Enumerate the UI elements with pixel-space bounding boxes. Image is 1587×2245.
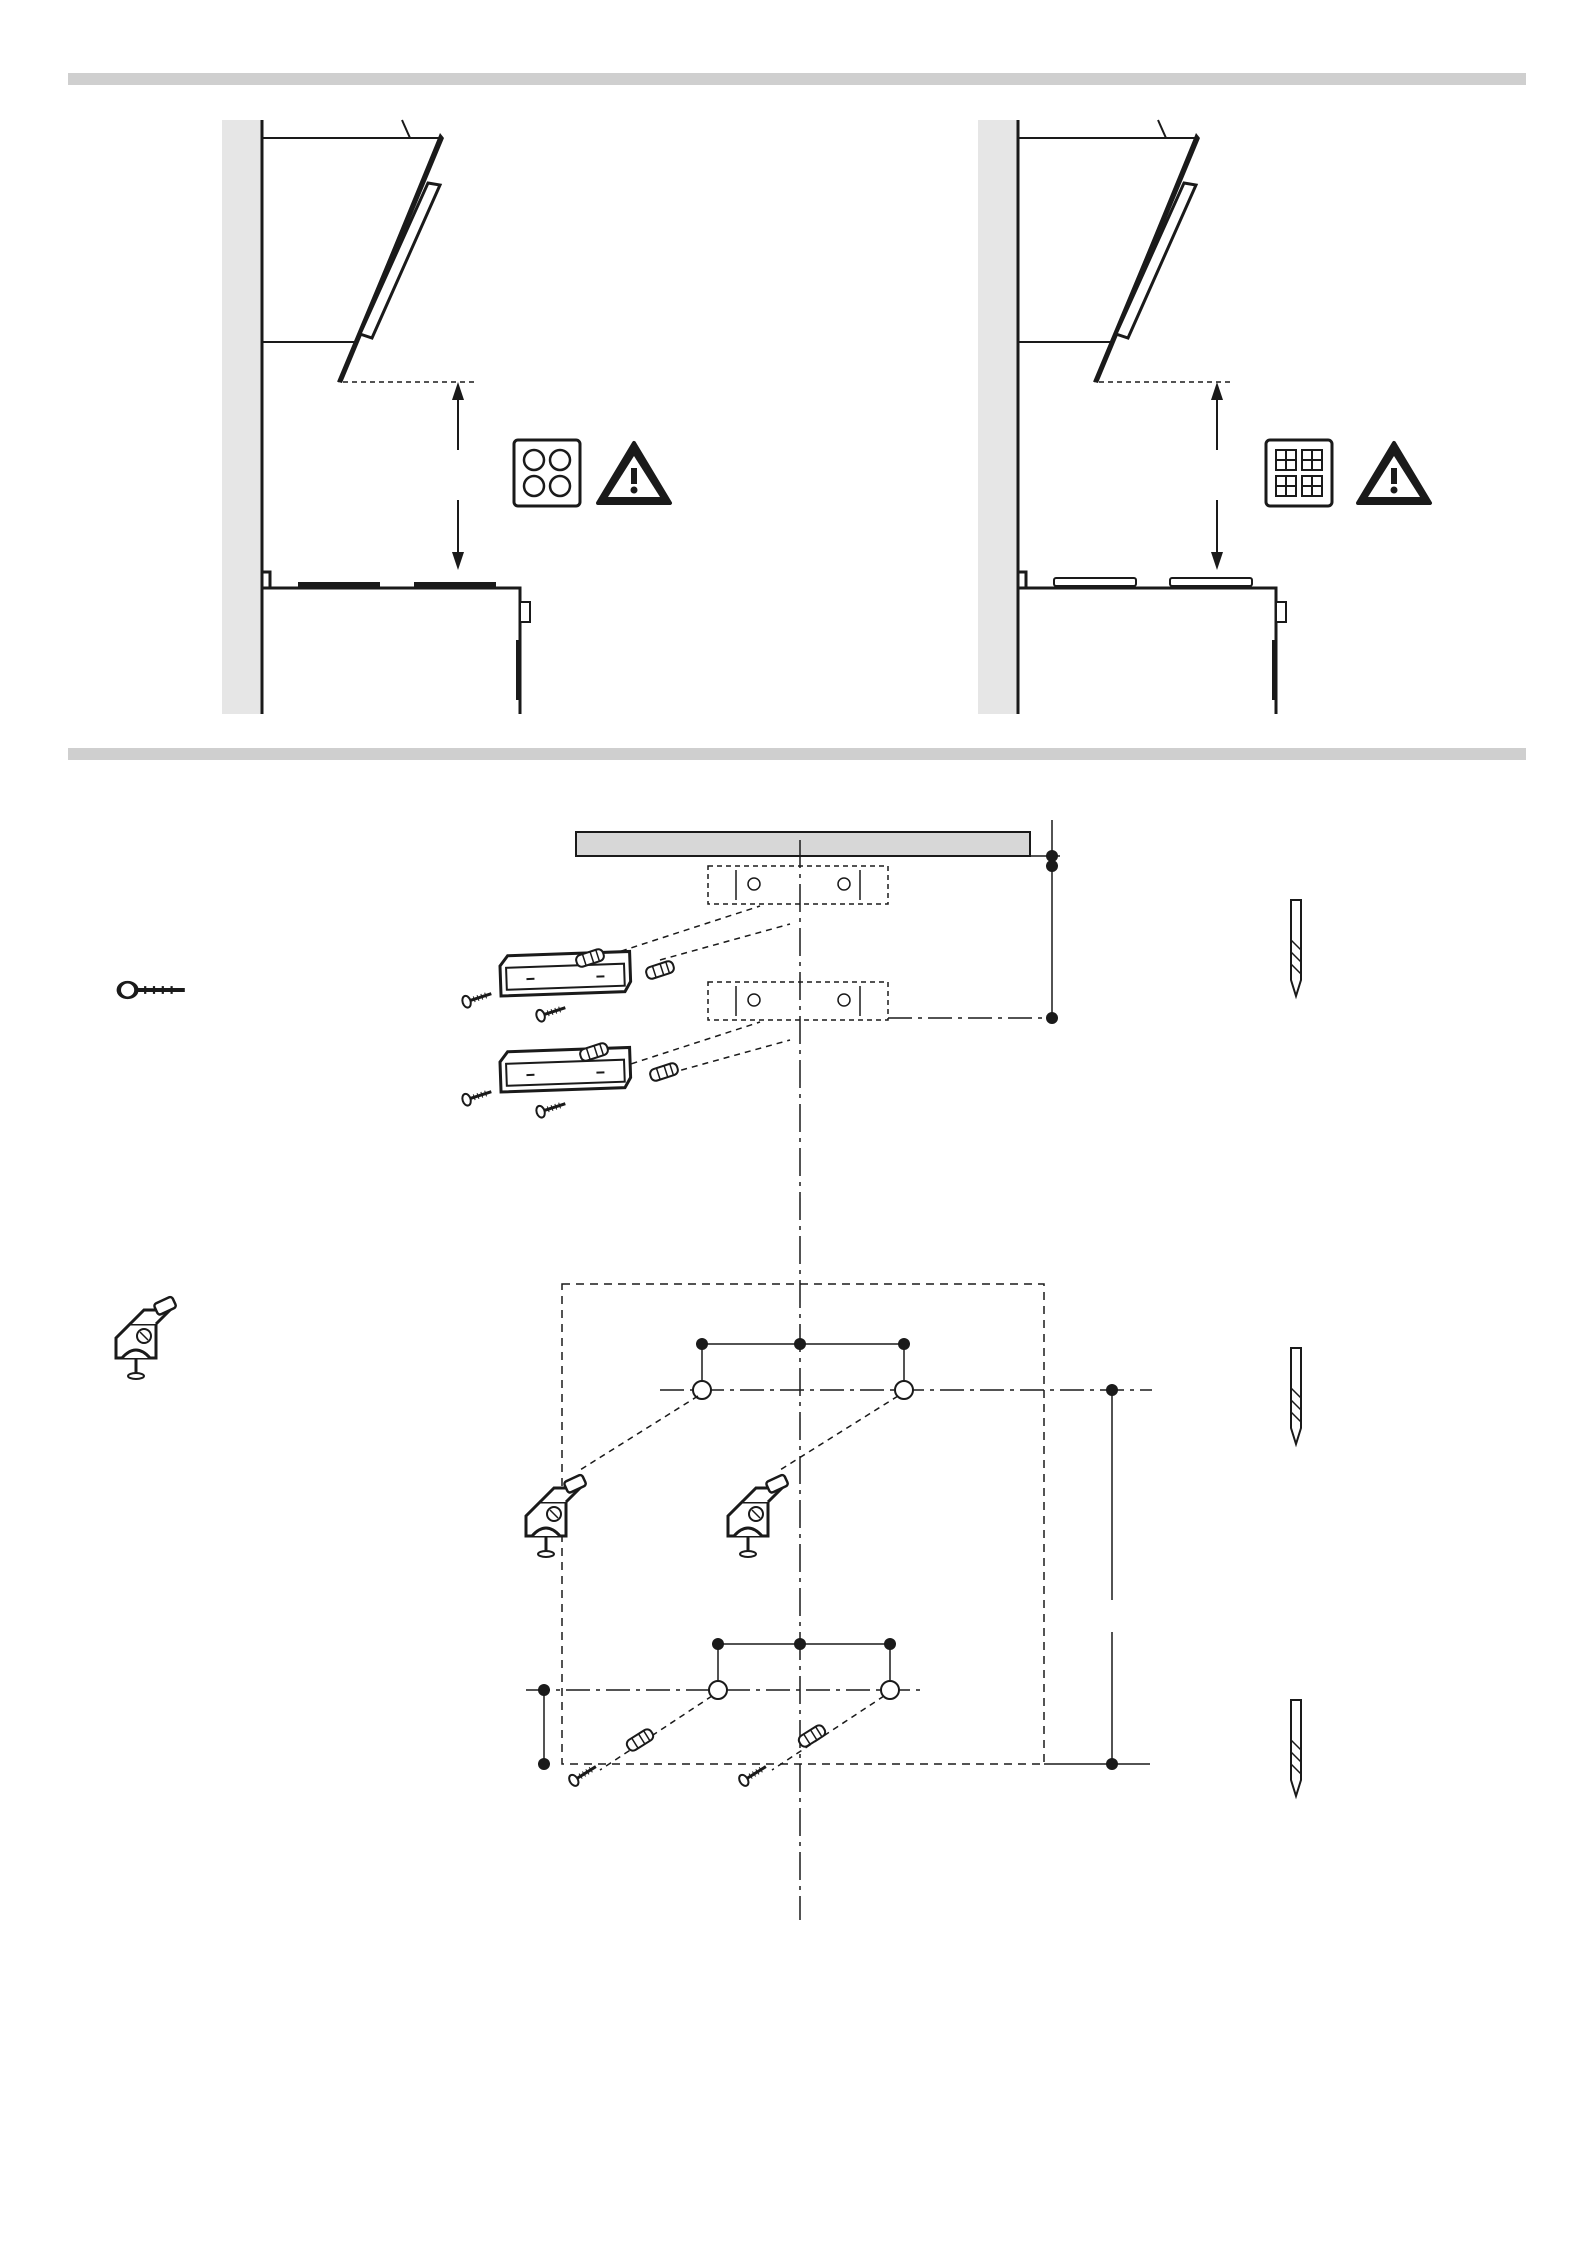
wall-plug bbox=[645, 960, 675, 980]
middle-divider bbox=[68, 748, 1526, 760]
wall-plug bbox=[649, 1062, 679, 1082]
safety-bracket bbox=[728, 1474, 789, 1557]
hood-outline bbox=[562, 1284, 1044, 1764]
wall-mounting-layout bbox=[116, 820, 1301, 1920]
upper-plate bbox=[576, 832, 1030, 856]
safety-bracket bbox=[526, 1474, 587, 1557]
drill-bit-icon bbox=[1291, 1700, 1301, 1796]
electric-hob-clearance-view bbox=[222, 120, 670, 714]
cooker bbox=[262, 572, 520, 714]
screw bbox=[535, 1002, 567, 1023]
wall bbox=[222, 120, 262, 714]
drill-bit-icon bbox=[1291, 1348, 1301, 1444]
gas-hob-icon bbox=[1266, 440, 1332, 506]
wall-rail-bracket bbox=[500, 951, 631, 996]
wall bbox=[978, 120, 1018, 714]
screw bbox=[737, 1761, 769, 1787]
cooker bbox=[1018, 572, 1276, 714]
top-divider bbox=[68, 73, 1526, 85]
drill-bit-icon bbox=[1291, 900, 1301, 996]
screw bbox=[535, 1098, 567, 1119]
warning-triangle-icon bbox=[1358, 443, 1430, 503]
warning-triangle-icon bbox=[598, 443, 670, 503]
cooker-hood bbox=[262, 138, 440, 382]
safety-bracket-icon bbox=[116, 1296, 177, 1379]
cooker-hood bbox=[1018, 138, 1196, 382]
wall-plug bbox=[625, 1727, 655, 1752]
wall-plug bbox=[797, 1723, 827, 1748]
wall-rail-bracket bbox=[500, 1047, 631, 1092]
gas-hob-clearance-view bbox=[978, 120, 1430, 714]
screw bbox=[567, 1761, 599, 1787]
screw bbox=[461, 988, 493, 1009]
screw-icon bbox=[119, 982, 185, 998]
screw bbox=[461, 1086, 493, 1107]
electric-hob-icon bbox=[514, 440, 580, 506]
